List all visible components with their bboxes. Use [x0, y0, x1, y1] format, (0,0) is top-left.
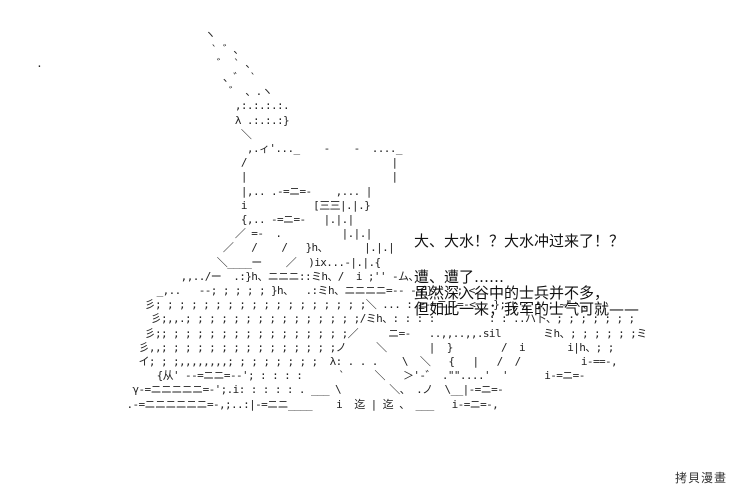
ascii-art-line: . ゛ ` 、: [0, 56, 256, 70]
ascii-art-line: ` ゛、: [0, 42, 244, 56]
ascii-art-line: i [三三|.|.}: [0, 198, 371, 212]
ascii-art-line: γ-=ニニニニニ=-';.i: : : : : . ___ \ ＼、 .ノ \_…: [0, 383, 504, 397]
ascii-art-line: λ .:.:.:}: [0, 113, 290, 127]
ascii-art-line: ,:.:.:.:.: [0, 99, 290, 113]
ascii-art-line: 彡;,,.; ; ; ; ; ; ; ; ; ; ; ; ; ; ;/ミh、: …: [0, 312, 636, 326]
ascii-art-line: 、゛ `: [0, 71, 256, 85]
dialogue-line-4: 但如此一来；我军的士气可就——: [414, 300, 640, 318]
dialogue-line-3: 虽然深入谷中的士兵并不多，: [414, 284, 610, 302]
ascii-art-line: |,.. .-=ニ=- ,... |: [0, 184, 372, 198]
ascii-art-line: 彡;; ; ; ; ; ; ; ; ; ; ; ; ; ; ; ;／ ニ=- .…: [0, 326, 648, 340]
dialogue-spacer: [414, 249, 639, 269]
ascii-art-line: ／ / / }h、 |.|.|: [0, 241, 395, 255]
ascii-art-line: ゛ 、.ヽ: [0, 85, 273, 99]
ascii-art-line: | |: [0, 170, 398, 184]
ascii-art-line: ,,../ー .:}h、ニニニ::ミh、/ i ;'' -ム、: [0, 269, 420, 283]
ascii-art-line: ＼: [0, 127, 252, 141]
ascii-art-line: _,.. --; ; ; ; ; }h、 .:ミh、ニニニニ=-- -イ}; ;…: [0, 284, 476, 298]
dialogue-line-2: 遭、遭了……: [414, 268, 505, 286]
ascii-art-line: ／ =- . |.|.|: [0, 227, 372, 241]
dialogue-line-1: 大、大水！？大水冲过来了！？: [414, 232, 625, 250]
ascii-art-armored-soldier: ヽ ` ゛、 . ゛ ` 、 、゛ ` ゛ 、.ヽ: [0, 28, 648, 411]
ascii-art-line: {从' --=ニニ=--'; : : : : ` ＼ ＞'-゛ .""....'…: [0, 369, 586, 383]
ascii-art-line: ヽ: [0, 28, 216, 42]
ascii-art-line: {,.. -=ニ=- |.|.|: [0, 213, 354, 227]
ascii-art-line: / |: [0, 156, 398, 170]
ascii-art-line: 彡; ; ; ; ; ; ; ; ; ; ; ; ; ; ; ; ; ;＼ ..…: [0, 298, 593, 312]
ascii-art-line: ,.ィ'..._ - - ...._: [0, 142, 403, 156]
watermark-text: 拷貝漫畫: [674, 471, 727, 485]
ascii-art-line: 彡,,; ; ; ; ; ; ; ; ; ; ; ; ; ; ;ノ ＼ | } …: [0, 340, 615, 354]
ascii-art-line: イ; ; ;,,,,,,,,; ; ; ; ; ; ; ; λ: . . . \…: [0, 355, 618, 369]
dialogue-text: 大、大水！？大水冲过来了！？ 遭、遭了…… 虽然深入谷中的士兵并不多， 但如此一…: [414, 233, 639, 317]
ascii-art-line: .-=ニニニニニニ=-,;..:|-=ニニ____ i 迄 | 迄 、 ___ …: [0, 397, 499, 411]
ascii-art-line: ＼____ー ／ )ix...-|.|.{: [0, 255, 381, 269]
